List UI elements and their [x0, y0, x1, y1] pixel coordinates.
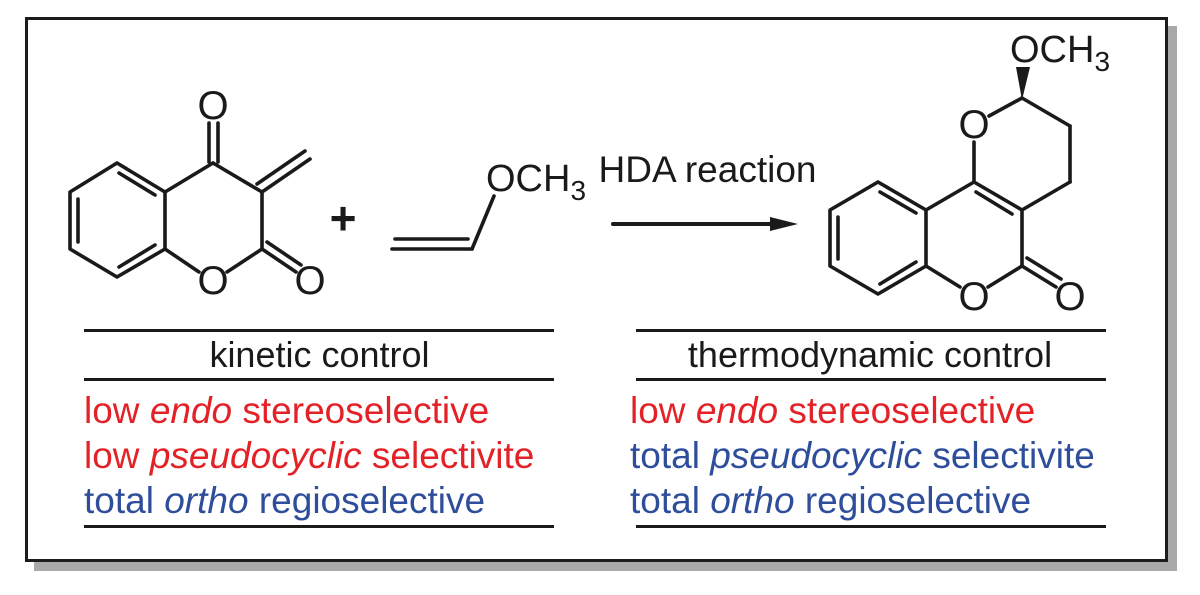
line-text: low	[84, 435, 150, 476]
atom-label-ring-o: O	[197, 259, 228, 303]
column-header-kinetic: kinetic control	[209, 334, 430, 375]
selectivity-line: total ortho regioselective	[84, 478, 557, 523]
atom-label-pyran-o: O	[958, 103, 989, 147]
line-text: stereoselective	[778, 390, 1036, 431]
benzene-ring	[828, 180, 928, 296]
methoxy-label: OCH3	[1010, 29, 1110, 77]
dienophile-structure: OCH3	[390, 158, 586, 251]
line-italic-word: ortho	[710, 480, 795, 521]
reaction-arrow	[611, 217, 798, 231]
rule	[636, 525, 1106, 528]
line-text: regioselective	[794, 480, 1032, 521]
plus-sign: +	[329, 192, 357, 244]
selectivity-line: low pseudocyclic selectivite	[84, 433, 557, 478]
line-text: total	[84, 480, 165, 521]
atom-label-ring-o: O	[958, 275, 989, 319]
line-text: low	[630, 390, 696, 431]
line-text: selectivite	[361, 435, 535, 476]
line-italic-word: endo	[149, 390, 233, 431]
scheme-frame	[25, 17, 1168, 562]
selectivity-line: total ortho regioselective	[630, 478, 1110, 523]
atom-label-lactone-o: O	[294, 259, 325, 303]
line-text: selectivite	[922, 435, 1095, 476]
selectivity-line: low endo stereoselective	[84, 388, 557, 433]
line-italic-word: endo	[695, 390, 779, 431]
line-text: low	[84, 390, 150, 431]
selectivity-line: low endo stereoselective	[630, 388, 1110, 433]
rule	[84, 525, 554, 528]
selectivity-line: total pseudocyclic selectivite	[630, 433, 1110, 478]
kinetic-column: kinetic control low endo stereoselective…	[82, 329, 557, 528]
line-italic-word: pseudocyclic	[710, 435, 923, 476]
arrowhead-icon	[770, 217, 798, 231]
line-text: total	[630, 435, 711, 476]
arrow-label: HDA reaction	[598, 149, 817, 190]
line-italic-word: ortho	[164, 480, 249, 521]
diene-structure: O O O	[68, 85, 326, 303]
line-italic-word: pseudocyclic	[149, 435, 362, 476]
line-text: regioselective	[248, 480, 486, 521]
rule	[636, 329, 1106, 332]
product-structure: O O O OCH3	[828, 29, 1110, 319]
methoxy-label: OCH3	[486, 158, 586, 206]
atom-label-lactone-o: O	[1054, 275, 1085, 319]
benzene-ring	[68, 161, 167, 279]
column-header-thermodynamic: thermodynamic control	[687, 334, 1053, 375]
atom-label-ketone-o: O	[197, 85, 228, 128]
line-text: stereoselective	[232, 390, 490, 431]
thermodynamic-column: thermodynamic control low endo stereosel…	[630, 329, 1110, 528]
rule	[84, 378, 554, 381]
wedge-bond	[1016, 67, 1030, 100]
rule	[636, 378, 1106, 381]
line-text: total	[630, 480, 711, 521]
rule	[84, 329, 554, 332]
